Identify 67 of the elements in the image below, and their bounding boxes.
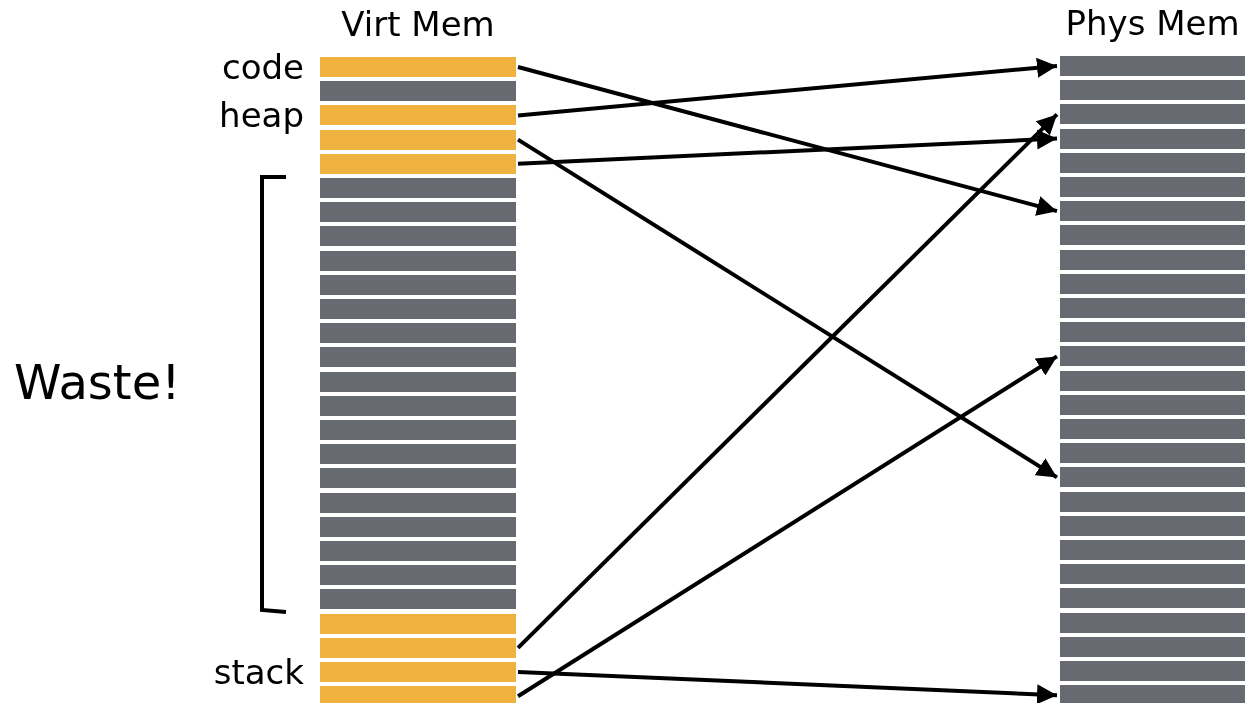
memory-block <box>320 371 516 392</box>
memory-block <box>320 492 516 513</box>
memory-block <box>1060 419 1245 439</box>
memory-block <box>320 347 516 368</box>
memory-block <box>1060 612 1245 633</box>
arrow <box>517 65 1058 216</box>
memory-block <box>1060 661 1245 681</box>
memory-block <box>1060 346 1245 367</box>
memory-block <box>1060 685 1245 703</box>
memory-block <box>320 541 516 561</box>
memory-block <box>1060 394 1245 415</box>
memory-block <box>1060 298 1245 318</box>
memory-block <box>320 299 516 319</box>
memory-block <box>320 323 516 344</box>
arrow <box>516 354 1059 698</box>
arrow <box>517 129 1058 166</box>
memory-block <box>1060 564 1245 585</box>
used-memory-block <box>320 105 516 126</box>
memory-block <box>320 468 516 489</box>
used-memory-block <box>320 662 516 682</box>
column-heading: Virt Mem <box>340 3 496 46</box>
memory-block <box>320 81 516 102</box>
arrow <box>517 670 1058 703</box>
memory-block <box>1060 80 1245 101</box>
arrow <box>516 112 1059 650</box>
memory-block <box>1060 128 1245 149</box>
column-heading: Phys Mem <box>1064 2 1241 45</box>
memory-block <box>320 589 516 610</box>
memory-block <box>1060 273 1245 294</box>
arrow <box>517 57 1058 118</box>
used-memory-block <box>320 637 516 658</box>
memory-block <box>1060 370 1245 391</box>
memory-block <box>320 444 516 465</box>
arrow <box>516 137 1059 480</box>
memory-block <box>1060 443 1245 464</box>
memory-block <box>1060 588 1245 609</box>
memory-block <box>1060 515 1245 536</box>
memory-block <box>1060 322 1245 343</box>
annotation-text: Waste! <box>14 354 181 410</box>
memory-block <box>1060 540 1245 560</box>
memory-block <box>1060 491 1245 512</box>
memory-block <box>320 202 516 223</box>
memory-block <box>320 395 516 416</box>
memory-block <box>1060 467 1245 488</box>
used-memory-block <box>320 57 516 77</box>
memory-block <box>320 516 516 537</box>
memory-block <box>320 178 516 198</box>
segment-label: code <box>222 47 304 87</box>
memory-block <box>320 420 516 440</box>
memory-block <box>1060 56 1245 76</box>
memory-block <box>320 226 516 247</box>
segment-label: stack <box>213 652 304 692</box>
memory-block <box>1060 152 1245 173</box>
memory-block <box>320 565 516 586</box>
memory-block <box>1060 177 1245 197</box>
memory-block <box>320 250 516 271</box>
used-memory-block <box>320 686 516 703</box>
memory-block <box>1060 201 1245 222</box>
memory-block <box>1060 104 1245 125</box>
memory-block <box>1060 636 1245 657</box>
segment-label: heap <box>219 95 304 136</box>
memory-block <box>320 274 516 295</box>
used-memory-block <box>320 129 516 150</box>
used-memory-block <box>320 613 516 634</box>
used-memory-block <box>320 153 516 174</box>
memory-block <box>1060 225 1245 246</box>
memory-block <box>1060 249 1245 270</box>
